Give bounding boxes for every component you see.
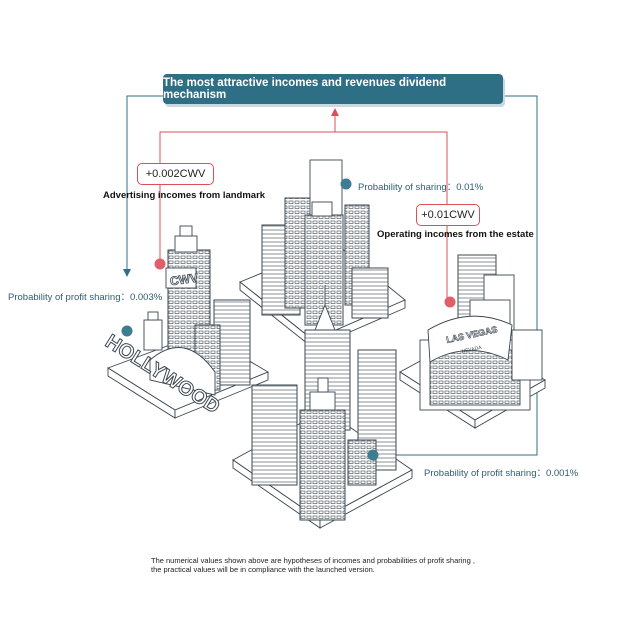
- bottom-probability: Probability of profit sharing：0.001%: [424, 468, 579, 479]
- title-banner: The most attractive incomes and revenues…: [163, 74, 503, 104]
- right-buildings: [419, 254, 543, 411]
- cwv-sign: CWV: [169, 271, 199, 289]
- red-dot-right: [444, 296, 456, 308]
- front-buildings: [251, 349, 397, 521]
- red-dot-left: [154, 258, 166, 270]
- nevada-sign: NEVADA: [461, 345, 483, 355]
- center-probability: Probability of sharing：0.01%: [358, 182, 484, 193]
- left-buildings: [143, 225, 251, 396]
- footnote: The numerical values shown above are hyp…: [151, 556, 475, 574]
- left-probability: Probability of profit sharing：0.003%: [8, 292, 163, 303]
- teal-dot-front: [367, 449, 379, 461]
- teal-dot-center: [340, 178, 352, 190]
- footnote-line-1: The numerical values shown above are hyp…: [151, 556, 475, 565]
- footnote-line-2: the practical values will be in complian…: [151, 565, 375, 574]
- right-income-label: Operating incomes from the estate: [377, 229, 534, 240]
- right-income-badge: +0.01CWV: [416, 204, 480, 226]
- left-income-label: Advertising incomes from landmark: [103, 190, 266, 201]
- teal-dot-left: [121, 325, 133, 337]
- left-income-badge: +0.002CWV: [137, 163, 214, 185]
